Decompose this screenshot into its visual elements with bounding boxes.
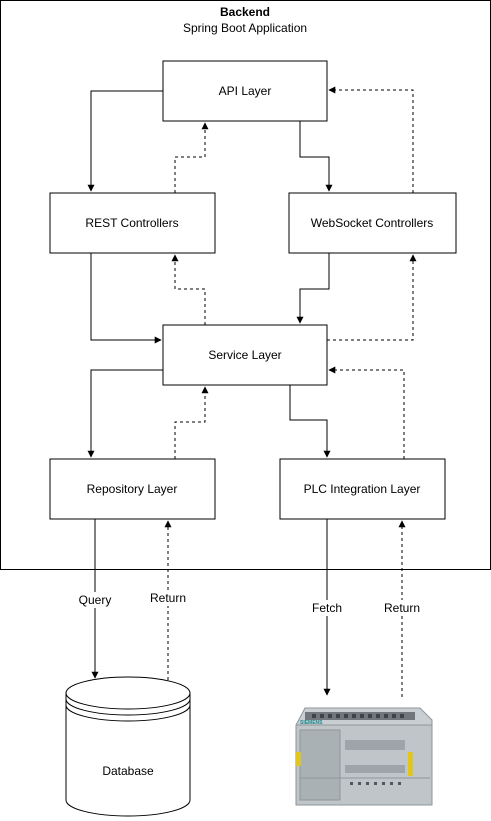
edge-plc-to-service-return [328,366,405,459]
api-layer-label: API Layer [219,84,272,98]
edge-service-to-rest-return [171,254,206,325]
container-title: Backend [220,5,270,19]
edge-rest-to-api-return [174,122,209,193]
edge-websocket-to-api-return [328,86,414,193]
edge-service-to-websocket-return [327,254,417,341]
plc-integration-layer-label: PLC Integration Layer [304,482,421,496]
edge-label-query: Query [79,593,112,607]
database-node: Database [65,676,191,817]
repository-layer-node: Repository Layer [49,458,216,520]
plc-integration-layer-node: PLC Integration Layer [279,458,446,520]
websocket-controllers-node: WebSocket Controllers [288,192,457,254]
edge-websocket-to-service [296,253,330,324]
container-subtitle: Spring Boot Application [183,21,307,35]
rest-controllers-label: REST Controllers [85,216,178,230]
edge-label-return-db: Return [150,591,186,605]
edge-service-to-plc [289,385,331,458]
edge-repository-to-service-return [174,386,209,459]
websocket-controllers-label: WebSocket Controllers [311,216,434,230]
edge-rest-to-service [90,253,162,344]
edge-api-to-websocket [299,121,333,192]
edge-label-return-plc: Return [384,601,420,615]
repository-layer-label: Repository Layer [87,482,178,496]
service-layer-node: Service Layer [162,324,328,386]
edge-label-fetch: Fetch [312,601,342,615]
rest-controllers-node: REST Controllers [49,192,216,254]
service-layer-label: Service Layer [208,348,281,362]
edge-service-to-repository [87,369,163,458]
plc-device-image: SIEMENS [295,707,433,806]
edge-api-to-rest [87,90,163,192]
database-label: Database [102,764,154,778]
plc-brand-label: SIEMENS [300,720,323,726]
api-layer-node: API Layer [162,60,328,122]
